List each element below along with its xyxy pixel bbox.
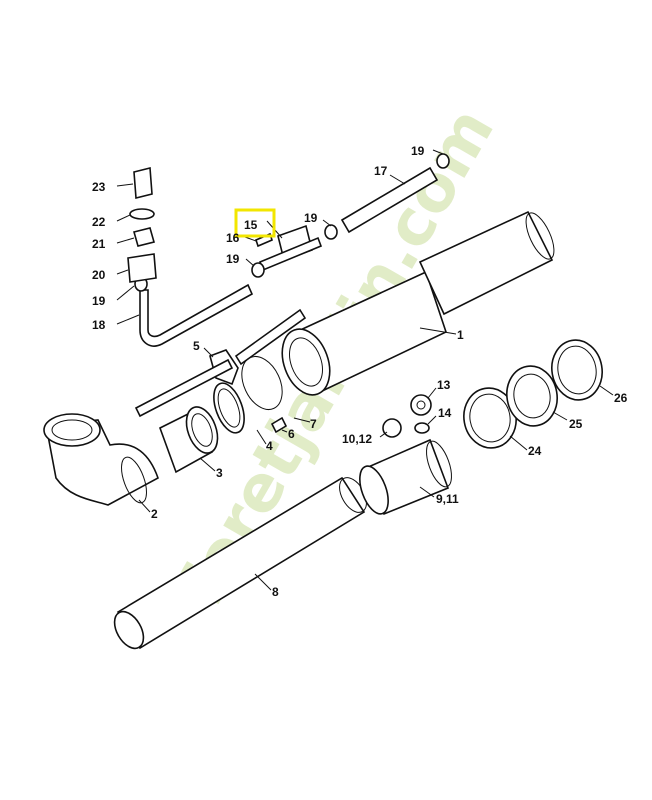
part-1-bellows-tube[interactable] bbox=[274, 209, 560, 401]
part-22-ring[interactable] bbox=[129, 208, 155, 220]
label-4[interactable]: 4 bbox=[266, 439, 273, 453]
label-17[interactable]: 17 bbox=[374, 164, 388, 178]
part-19-cap-top[interactable] bbox=[436, 153, 450, 169]
part-7-clip[interactable] bbox=[234, 350, 290, 416]
part-9-11-nozzle[interactable] bbox=[354, 438, 456, 518]
part-21-fitting[interactable] bbox=[133, 227, 155, 247]
label-23[interactable]: 23 bbox=[92, 180, 106, 194]
label-7[interactable]: 7 bbox=[310, 417, 317, 431]
part-15-coupling[interactable] bbox=[258, 224, 323, 272]
label-8[interactable]: 8 bbox=[272, 585, 279, 599]
label-6[interactable]: 6 bbox=[288, 427, 295, 441]
part-13-nut[interactable] bbox=[410, 394, 432, 416]
label-18[interactable]: 18 bbox=[92, 318, 106, 332]
label-14[interactable]: 14 bbox=[438, 406, 452, 420]
flex-hose-upper bbox=[234, 308, 307, 366]
part-19-cap-left[interactable] bbox=[251, 262, 265, 278]
part-18-bent-pipe[interactable] bbox=[139, 283, 254, 347]
label-16[interactable]: 16 bbox=[226, 231, 240, 245]
part-10-12-knob[interactable] bbox=[382, 418, 402, 438]
part-19-cap-mid[interactable] bbox=[324, 224, 338, 240]
label-5[interactable]: 5 bbox=[193, 339, 200, 353]
label-24[interactable]: 24 bbox=[528, 444, 542, 458]
part-20-nut[interactable] bbox=[127, 253, 157, 283]
part-4-clamp[interactable] bbox=[208, 379, 250, 437]
part-25-screen[interactable] bbox=[502, 362, 562, 430]
part-17-rod[interactable] bbox=[340, 166, 439, 234]
label-20[interactable]: 20 bbox=[92, 268, 106, 282]
label-22[interactable]: 22 bbox=[92, 215, 106, 229]
part-23-filter[interactable] bbox=[133, 166, 153, 200]
label-26[interactable]: 26 bbox=[614, 391, 628, 405]
label-21[interactable]: 21 bbox=[92, 237, 106, 251]
label-1[interactable]: 1 bbox=[457, 328, 464, 342]
label-9-11[interactable]: 9,11 bbox=[436, 492, 459, 506]
label-19-top[interactable]: 19 bbox=[411, 144, 425, 158]
part-15-highlight-box bbox=[234, 208, 276, 238]
part-2-elbow[interactable] bbox=[43, 413, 159, 506]
label-19-mid[interactable]: 19 bbox=[304, 211, 318, 225]
label-19-left[interactable]: 19 bbox=[226, 252, 240, 266]
part-14-washer[interactable] bbox=[414, 422, 430, 434]
leader-lines bbox=[116, 149, 614, 591]
label-10-12[interactable]: 10,12 bbox=[342, 432, 372, 446]
label-2[interactable]: 2 bbox=[151, 507, 158, 521]
label-15[interactable]: 15 bbox=[244, 218, 258, 232]
label-25[interactable]: 25 bbox=[569, 417, 583, 431]
part-8-straight-tube[interactable] bbox=[109, 473, 372, 653]
part-6-screw[interactable] bbox=[270, 416, 288, 434]
part-26-screen[interactable] bbox=[547, 336, 607, 404]
label-3[interactable]: 3 bbox=[216, 466, 223, 480]
label-13[interactable]: 13 bbox=[437, 378, 451, 392]
label-19-lower[interactable]: 19 bbox=[92, 294, 106, 308]
part-3-sleeve[interactable] bbox=[159, 403, 223, 474]
flex-hose-lower bbox=[134, 358, 234, 418]
